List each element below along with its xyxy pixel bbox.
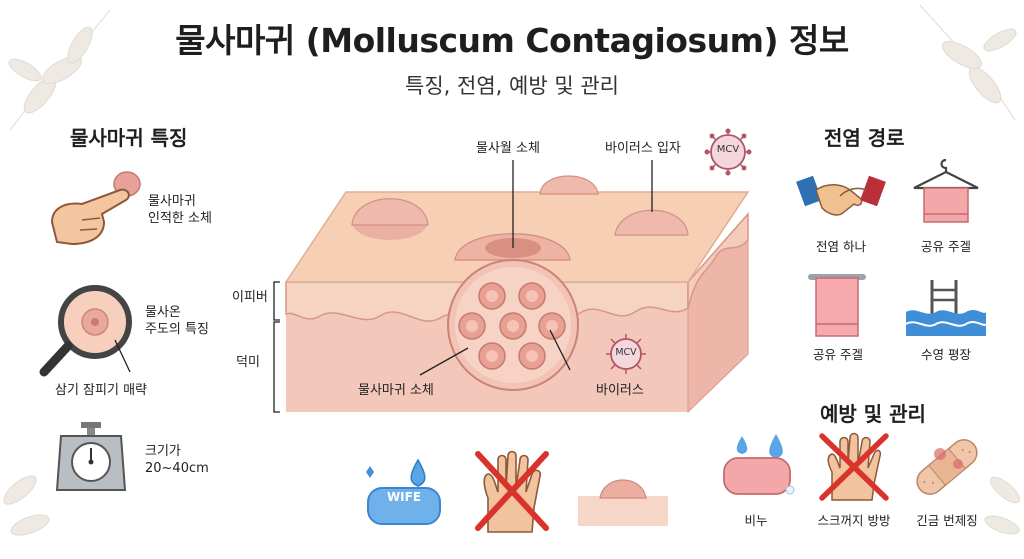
- scale-icon: [55, 422, 127, 491]
- bandage-icon: [916, 439, 978, 495]
- page-title: 물사마귀 (Molluscum Contagiosum) 정보: [175, 21, 849, 60]
- soap-label: WIFE: [386, 490, 422, 504]
- feature-text-4: 크기가 20~40cm: [145, 444, 209, 476]
- virus-particle-icon: [704, 128, 752, 176]
- prevention-label-2: 스크꺼지 방방: [817, 513, 891, 528]
- page-subtitle: 특징, 전염, 예방 및 관리: [405, 74, 619, 98]
- prevention-heading: 예방 및 관리: [820, 402, 926, 426]
- prevention-label-3: 긴금 번제징: [916, 513, 978, 528]
- feature-text-3: 삼기 잠피기 매략: [55, 383, 147, 398]
- transmission-label-4: 수영 평장: [921, 347, 971, 362]
- transmission-label-3: 공유 주겔: [813, 347, 863, 362]
- single-bump-icon: [578, 479, 668, 526]
- no-scratch-icon: [819, 432, 889, 501]
- label-virus-particle: 바이러스 입자: [605, 141, 681, 156]
- label-dermis: 덕미: [236, 355, 260, 370]
- hanger-towel-icon: [913, 158, 979, 223]
- leaf-decoration-top-right-icon: [919, 4, 1017, 121]
- magnifier-icon: [39, 285, 132, 377]
- transmission-label-1: 전염 하나: [816, 239, 866, 254]
- features-heading: 물사마귀 특징: [70, 126, 188, 150]
- label-molluscum-body: 물사마귀 소체: [358, 383, 434, 398]
- pool-icon: [905, 280, 987, 336]
- leaf-decoration-top-left-icon: [8, 9, 111, 131]
- virus-badge-label: MCV: [716, 144, 740, 155]
- finger-touch-icon: [50, 171, 141, 246]
- transmission-label-2: 공유 주겔: [921, 239, 971, 254]
- feature-text-2: 물사온 주도의 특징: [145, 305, 209, 337]
- transmission-heading: 전염 경로: [824, 126, 905, 150]
- leaf-decoration-bottom-right-icon: [984, 476, 1021, 535]
- virus-icon: [606, 334, 646, 374]
- no-scratch-hand-icon: [475, 450, 549, 533]
- towel-icon: [808, 274, 866, 337]
- handshake-icon: [796, 175, 886, 216]
- inner-virus-badge-label: MCV: [615, 347, 637, 358]
- prevention-label-1: 비누: [744, 513, 768, 528]
- feature-text-1: 물사마귀 인적한 소체: [148, 194, 212, 226]
- soap-icon: [723, 434, 795, 495]
- label-top-body: 물사월 소체: [476, 141, 540, 156]
- label-virus: 바이러스: [596, 383, 644, 398]
- soap-water-icon: [366, 458, 441, 525]
- leaf-decoration-bottom-left-icon: [3, 475, 50, 536]
- label-epidermis: 이피버: [232, 290, 268, 305]
- skin-cross-section-diagram: [273, 160, 750, 414]
